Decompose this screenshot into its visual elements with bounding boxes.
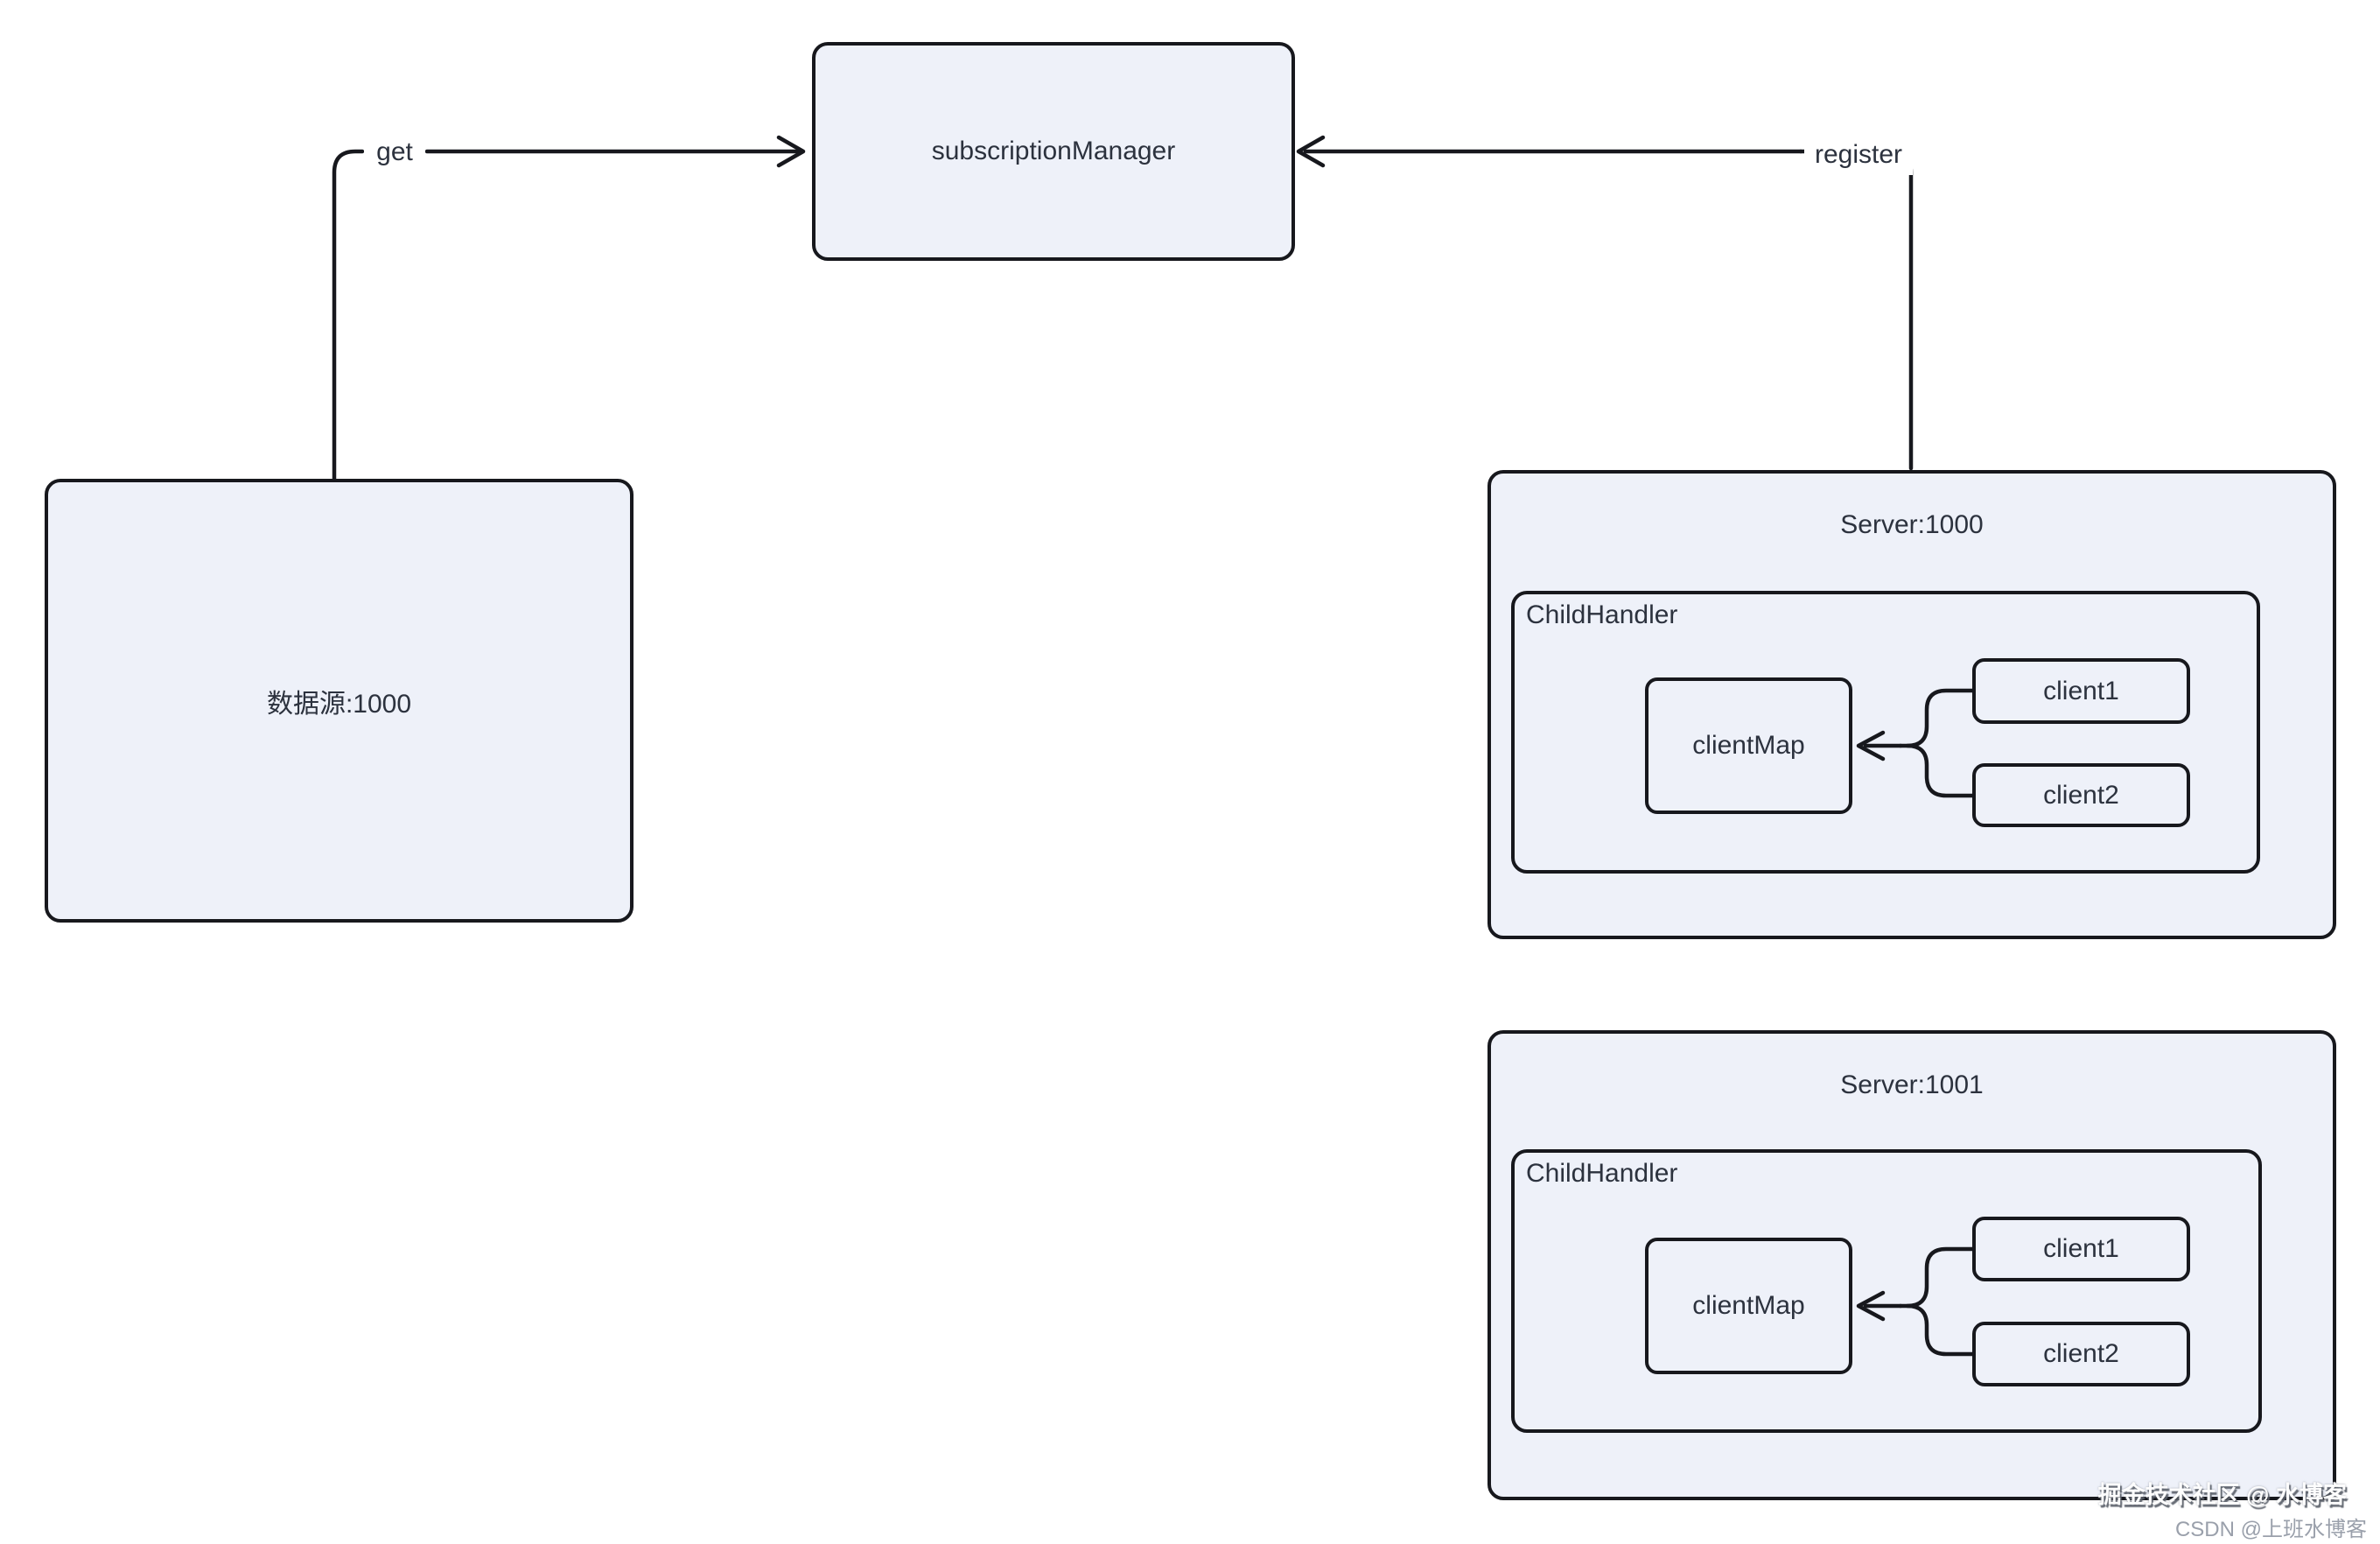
client-map-node: clientMap: [1645, 1238, 1852, 1374]
child-handler-group: ChildHandler clientMap client1 client2: [1511, 591, 2260, 874]
subscription-manager-node: subscriptionManager: [812, 42, 1295, 261]
register-arrowhead-icon: [1296, 135, 1326, 168]
client2-node: client2: [1972, 1322, 2190, 1386]
register-edge-elbow: [1798, 149, 1914, 471]
client1-node: client1: [1972, 658, 2190, 724]
data-source-node: 数据源:1000: [45, 479, 634, 923]
client2-label: client2: [2043, 780, 2119, 810]
watermark-csdn: CSDN @上班水博客: [2174, 1518, 2367, 1541]
client-map-node: clientMap: [1645, 677, 1852, 814]
server-node-1000: Server:1000 ChildHandler clientMap clien…: [1488, 470, 2336, 939]
get-arrowhead-icon: [776, 135, 806, 168]
child-handler-group: ChildHandler clientMap client1 client2: [1511, 1149, 2262, 1433]
get-edge-elbow: [332, 149, 365, 481]
server-title: Server:1000: [1840, 510, 1984, 539]
edge-label-get: get: [364, 137, 425, 168]
watermark-juejin: 掘金技术社区 @ 水博客: [2097, 1482, 2347, 1508]
client2-label: client2: [2043, 1339, 2119, 1368]
subscription-manager-label: subscriptionManager: [931, 137, 1176, 165]
client1-label: client1: [2043, 676, 2119, 705]
data-source-label: 数据源:1000: [266, 689, 412, 719]
server-title: Server:1001: [1840, 1070, 1984, 1099]
child-handler-label: ChildHandler: [1526, 1159, 1678, 1188]
server-node-1001: Server:1001 ChildHandler clientMap clien…: [1488, 1030, 2336, 1500]
edge-label-register: register: [1804, 135, 1913, 175]
client1-label: client1: [2043, 1234, 2119, 1263]
child-handler-label: ChildHandler: [1526, 600, 1678, 629]
client1-node: client1: [1972, 1217, 2190, 1281]
client-map-label: clientMap: [1692, 1291, 1805, 1320]
client-map-label: clientMap: [1692, 731, 1805, 760]
client2-node: client2: [1972, 763, 2190, 827]
